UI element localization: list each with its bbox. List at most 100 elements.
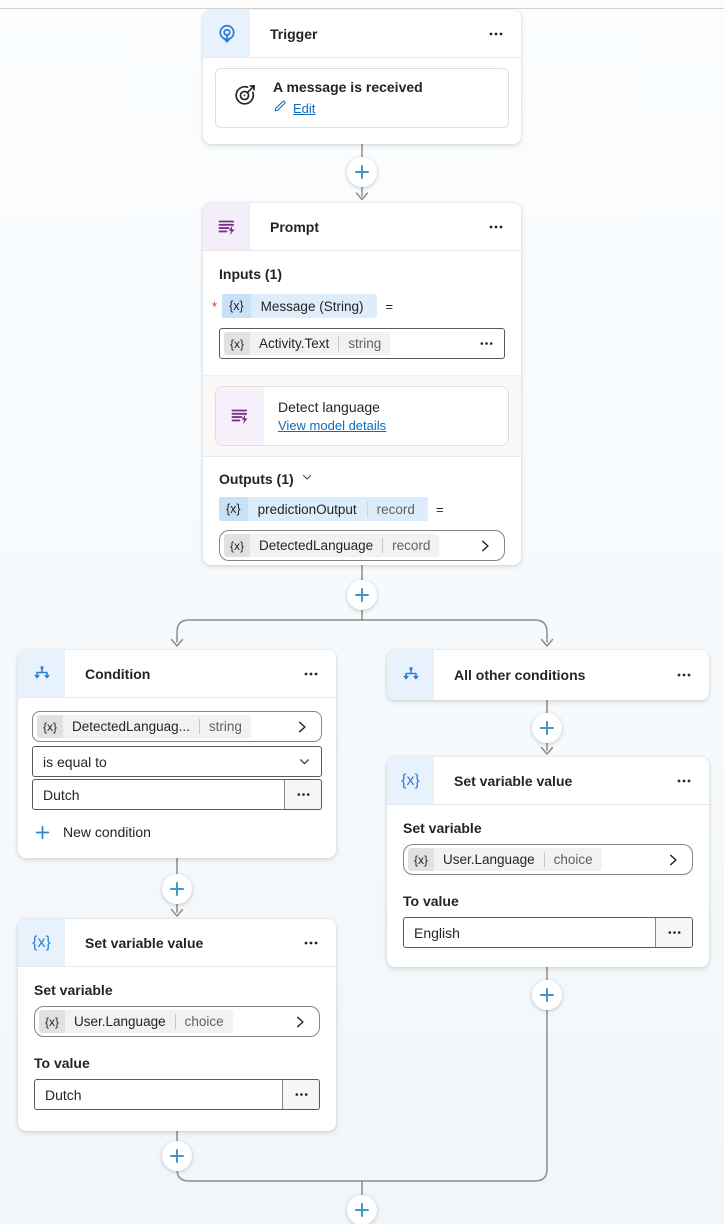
- variable-icon: {x}: [222, 294, 251, 318]
- prompt-inputs-section: Inputs (1) * {x} Message (String) = {x} …: [203, 251, 521, 375]
- value-name: User.Language: [443, 852, 535, 867]
- type-badge: string: [348, 336, 382, 351]
- prompt-model-icon: [216, 387, 264, 445]
- model-name: Detect language: [278, 399, 380, 415]
- add-node-button[interactable]: [347, 1195, 377, 1224]
- set-variable-node[interactable]: {x} Set variable value Set variable {x} …: [387, 757, 709, 967]
- branch-icon: [18, 650, 65, 697]
- to-value-input[interactable]: English: [403, 917, 693, 948]
- trigger-action-card[interactable]: A message is received Edit: [215, 68, 509, 128]
- more-icon: [304, 672, 318, 675]
- value-name: DetectedLanguag...: [72, 719, 190, 734]
- to-value: Dutch: [45, 1086, 82, 1103]
- variable-icon: {x}: [224, 332, 251, 355]
- add-node-button[interactable]: [162, 1141, 192, 1171]
- plus-icon: [35, 825, 50, 839]
- add-node-button[interactable]: [347, 157, 377, 187]
- to-value-label: To value: [34, 1055, 90, 1071]
- condition-value: Dutch: [43, 786, 80, 803]
- to-value: English: [414, 924, 460, 941]
- add-node-button[interactable]: [532, 713, 562, 743]
- output-value-field[interactable]: {x} DetectedLanguage record: [219, 530, 505, 561]
- divider: [382, 538, 384, 553]
- divider: [198, 719, 200, 734]
- add-node-button[interactable]: [532, 980, 562, 1010]
- variable-icon: {x}: [387, 757, 434, 804]
- variable-name: Message (String): [260, 298, 364, 314]
- to-value-input[interactable]: Dutch: [34, 1079, 320, 1110]
- more-menu-button[interactable]: [672, 663, 696, 687]
- more-menu-button[interactable]: [299, 662, 323, 686]
- variable-picker-field[interactable]: {x} User.Language choice: [403, 844, 693, 875]
- required-mark: *: [212, 298, 218, 314]
- message-received-icon: [231, 82, 258, 114]
- condition-node[interactable]: Condition {x} DetectedLanguag... string …: [18, 650, 336, 858]
- condition-value-input[interactable]: Dutch: [32, 779, 322, 810]
- divider: [366, 501, 368, 517]
- trigger-icon: [203, 10, 250, 57]
- more-menu-button[interactable]: [299, 931, 323, 955]
- edit-link[interactable]: Edit: [293, 100, 316, 116]
- set-variable-body: Set variable {x} User.Language choice To…: [18, 967, 336, 1125]
- chevron-right-icon: [295, 720, 309, 734]
- prompt-model-section: Detect language View model details: [203, 375, 521, 457]
- variable-icon: {x}: [18, 919, 65, 966]
- condition-operand-field[interactable]: {x} DetectedLanguag... string: [32, 711, 322, 742]
- divider: [174, 1014, 176, 1029]
- variable-picker-field[interactable]: {x} User.Language choice: [34, 1006, 320, 1037]
- node-title: Trigger: [270, 25, 318, 42]
- pencil-icon: [273, 99, 287, 118]
- condition-body: {x} DetectedLanguag... string is equal t…: [18, 698, 336, 854]
- set-variable-node[interactable]: {x} Set variable value Set variable {x} …: [18, 919, 336, 1131]
- trigger-action-title: A message is received: [273, 78, 423, 95]
- variable-token[interactable]: {x} predictionOutput record: [219, 497, 428, 521]
- equals-sign: =: [435, 501, 444, 517]
- node-title: Set variable value: [454, 772, 573, 789]
- chevron-right-icon: [666, 853, 680, 867]
- set-variable-body: Set variable {x} User.Language choice To…: [387, 805, 709, 963]
- value-name: DetectedLanguage: [259, 538, 374, 553]
- inputs-label: Inputs (1): [219, 266, 282, 282]
- node-title: Prompt: [270, 218, 319, 235]
- variable-icon: {x}: [37, 715, 64, 738]
- more-menu-button[interactable]: [484, 22, 508, 46]
- add-node-button[interactable]: [347, 580, 377, 610]
- more-icon[interactable]: [479, 336, 494, 351]
- type-badge: choice: [553, 852, 593, 867]
- more-menu-button[interactable]: [672, 769, 696, 793]
- chevron-down-icon: [298, 755, 311, 768]
- view-model-details-link[interactable]: View model details: [278, 418, 387, 433]
- more-menu-button[interactable]: [484, 215, 508, 239]
- equals-sign: =: [385, 298, 394, 314]
- more-icon: [677, 779, 691, 782]
- variable-token[interactable]: {x} Message (String): [222, 294, 378, 318]
- set-variable-label: Set variable: [403, 820, 482, 836]
- more-icon: [677, 673, 691, 677]
- input-variable-row: * {x} Message (String) =: [212, 294, 505, 318]
- model-card[interactable]: Detect language View model details: [215, 386, 509, 446]
- trigger-node[interactable]: Trigger A message is received: [203, 10, 521, 144]
- variable-icon: {x}: [39, 1010, 66, 1033]
- new-condition-button[interactable]: New condition: [32, 824, 322, 840]
- input-value-field[interactable]: {x} Activity.Text string: [219, 328, 505, 359]
- variable-name: predictionOutput: [257, 501, 357, 517]
- variable-icon: {x}: [408, 848, 435, 871]
- divider: [543, 852, 545, 867]
- more-icon: [489, 225, 503, 228]
- chevron-down-icon[interactable]: [301, 470, 313, 488]
- prompt-node[interactable]: Prompt Inputs (1) * {x} Message (String)…: [203, 203, 521, 565]
- add-node-button[interactable]: [162, 874, 192, 904]
- value-name: Activity.Text: [259, 336, 330, 351]
- more-icon[interactable]: [282, 1080, 319, 1109]
- more-icon[interactable]: [284, 780, 321, 809]
- new-condition-label: New condition: [63, 824, 151, 840]
- condition-operator-select[interactable]: is equal to: [32, 746, 322, 777]
- node-title: Condition: [85, 665, 151, 682]
- set-variable-label: Set variable: [34, 982, 113, 998]
- more-icon: [304, 941, 318, 944]
- more-icon[interactable]: [655, 918, 692, 947]
- all-other-conditions-node[interactable]: All other conditions: [387, 650, 709, 700]
- toolbar-edge: [0, 0, 724, 9]
- more-icon: [489, 32, 503, 35]
